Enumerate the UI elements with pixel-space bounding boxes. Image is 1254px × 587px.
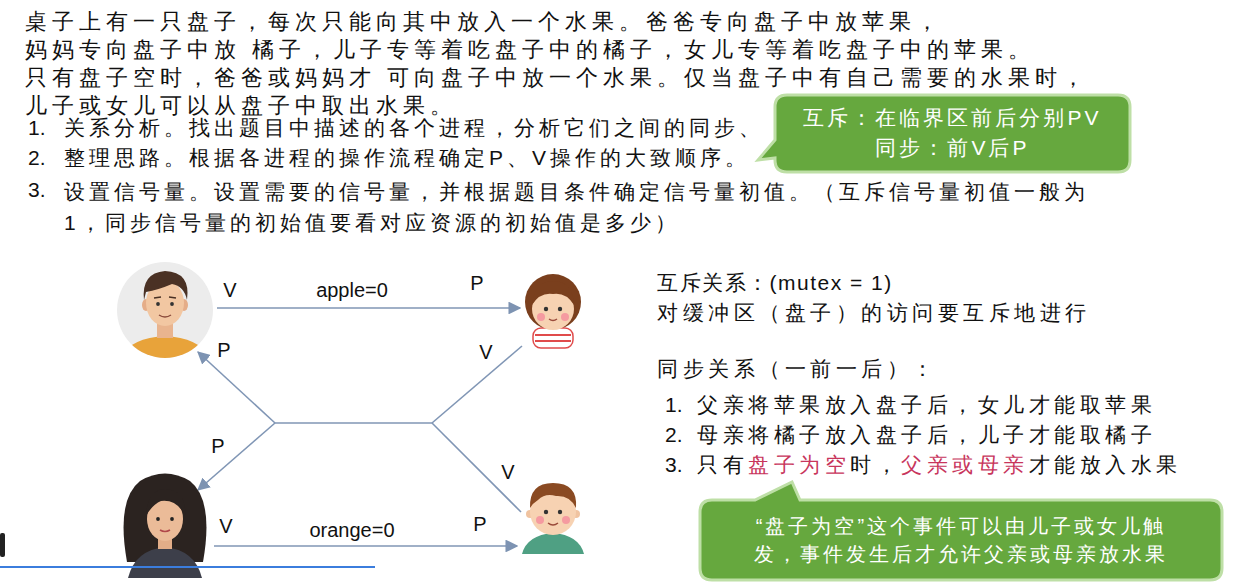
callout-bubble: “盘子为空”这个事件可以由儿子或女儿触 发，事件发生后才允许父亲或母亲放水果: [700, 500, 1222, 580]
operation-label: V: [501, 460, 514, 484]
mother-eye: [156, 517, 160, 521]
father-brows: [154, 297, 176, 298]
callout-text: 互斥：在临界区前后分别PV: [795, 103, 1110, 133]
relation-text: 才能放入水果: [1029, 452, 1182, 477]
progress-bar: [0, 566, 375, 568]
list-number: 3.: [665, 452, 683, 477]
father-line: [198, 352, 275, 423]
father-hair: [144, 271, 188, 300]
arrows: [198, 308, 522, 546]
son-eye: [544, 510, 548, 514]
son-line: [432, 423, 521, 512]
relation-text: 时，: [850, 452, 901, 477]
daughter-bangs: [532, 281, 574, 305]
father-eye: [170, 302, 174, 306]
daughter-blush: [537, 313, 545, 321]
father-mouth: [159, 315, 171, 317]
callout-outline: [758, 95, 1130, 172]
operation-label: V: [223, 278, 236, 302]
callout-outline: [700, 482, 1222, 580]
list-number: 2.: [665, 422, 683, 447]
mother-figure: [124, 474, 207, 579]
mother-top: [128, 547, 202, 578]
mother-line: [198, 423, 275, 490]
daughter-eye: [558, 307, 562, 311]
list-number: 3.: [28, 177, 46, 202]
relation-text: 对缓冲区（盘子）的访问要互斥地进行: [657, 300, 1091, 325]
mother-eye: [170, 517, 174, 521]
daughter-stripes: [535, 335, 571, 341]
relation-text: 父亲将苹果放入盘子后，女儿才能取苹果: [697, 392, 1156, 417]
list-number: 1.: [665, 392, 683, 417]
relation-heading: 同步关系（一前一后）：: [657, 356, 938, 381]
father-eye: [156, 302, 160, 306]
son-eye: [558, 510, 562, 514]
mother-hair-back: [124, 474, 207, 563]
father-figure: [112, 262, 218, 372]
list-number: 1.: [28, 115, 46, 140]
apple-arrow: [217, 307, 520, 309]
callout-bubble: 互斥：在临界区前后分别PV同步：前V后P: [775, 95, 1130, 172]
operation-label: P: [473, 512, 486, 536]
son-shirt: [522, 533, 584, 554]
son-figure: [522, 483, 584, 554]
player-tab: [0, 533, 5, 557]
semaphore-label: orange=0: [309, 518, 394, 542]
operation-label: V: [479, 340, 492, 364]
callout-body: “盘子为空”这个事件可以由儿子或女儿触 发，事件发生后才允许父亲或母亲放水果: [700, 500, 1222, 580]
operation-label: P: [217, 338, 230, 362]
daughter-mouth: [549, 319, 557, 321]
daughter-eye: [544, 307, 548, 311]
step-text: 关系分析。找出题目中描述的各个进程，分析它们之间的同步、: [64, 115, 764, 140]
plate-line: [275, 422, 432, 424]
daughter-figure: [525, 274, 581, 348]
highlight-text: 父亲或母亲: [901, 452, 1029, 477]
operation-label: V: [219, 514, 232, 538]
mother-mouth: [160, 530, 170, 532]
highlight-text: 盘子为空: [748, 452, 850, 477]
daughter-shirt: [533, 328, 573, 348]
relation-text: 母亲将橘子放入盘子后，儿子才能取橘子: [697, 422, 1156, 447]
operation-label: P: [470, 271, 483, 295]
step-text: 整理思路。根据各进程的操作流程确定P、V操作的大致顺序。: [64, 145, 750, 170]
daughter-line: [432, 346, 522, 423]
son-blush: [562, 516, 570, 524]
orange-arrow: [214, 545, 517, 547]
relation-text: 只有: [697, 452, 748, 477]
daughter-hair-back: [525, 274, 581, 330]
callout-shape: [700, 500, 1222, 580]
list-number: 2.: [28, 145, 46, 170]
semaphore-label: apple=0: [316, 278, 388, 302]
callout-text: “盘子为空”这个事件可以由儿子或女儿触 发，事件发生后才允许父亲或母亲放水果: [736, 512, 1186, 568]
relation-heading: 互斥关系：(mutex = 1): [657, 270, 893, 295]
callout-text: 同步：前V后P: [795, 133, 1110, 163]
daughter-blush: [561, 313, 569, 321]
callout-body: 互斥：在临界区前后分别PV同步：前V后P: [775, 95, 1130, 172]
operation-label: P: [211, 434, 224, 458]
son-blush: [536, 516, 544, 524]
step-text: 设置信号量。设置需要的信号量，并根据题目条件确定信号量初值。（互斥信号量初值一般…: [64, 176, 1109, 238]
father-body: [112, 320, 218, 372]
son-mouth: [548, 523, 558, 525]
mother-bangs: [146, 489, 185, 516]
son-hair: [530, 483, 576, 508]
father-shirt: [112, 336, 218, 372]
